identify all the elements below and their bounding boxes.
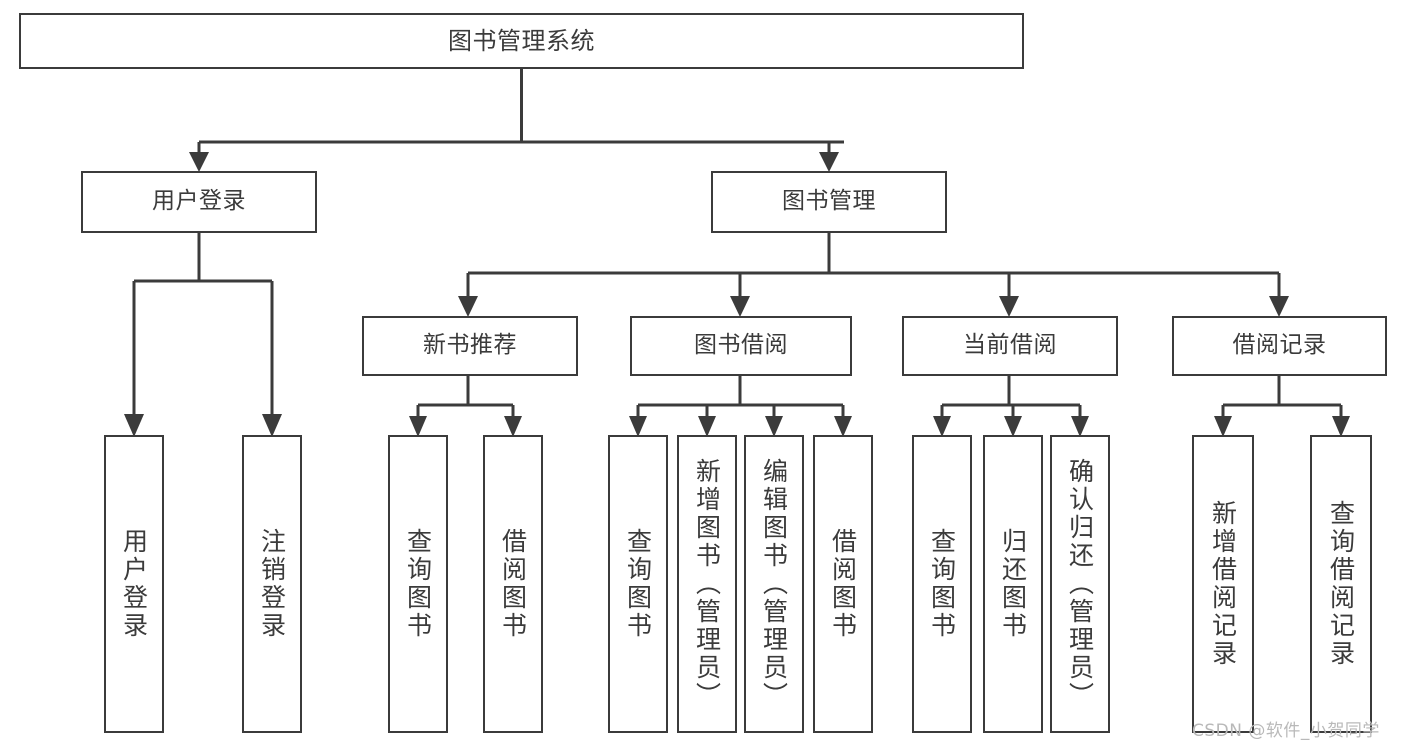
node-label: 图书借阅 (694, 332, 788, 359)
leaf-borrow-book[interactable]: 借阅图书 (813, 435, 873, 733)
node-label: 归还图书 (998, 528, 1028, 640)
node-label: 新书推荐 (423, 332, 517, 359)
node-label: 用户登录 (152, 188, 246, 215)
leaf-query-book-recommendation[interactable]: 查询图书 (388, 435, 448, 733)
node-label: 查询图书 (403, 528, 433, 640)
leaf-return-book[interactable]: 归还图书 (983, 435, 1043, 733)
node-book-borrow[interactable]: 图书借阅 (630, 316, 852, 376)
leaf-query-book-current[interactable]: 查询图书 (912, 435, 972, 733)
leaf-query-borrow-record[interactable]: 查询借阅记录 (1310, 435, 1372, 733)
node-label: 查询借阅记录 (1326, 500, 1356, 668)
node-root-system[interactable]: 图书管理系统 (19, 13, 1024, 69)
node-label: 注销登录 (257, 528, 287, 640)
leaf-edit-book-admin[interactable]: 编辑图书（管理员） (744, 435, 804, 733)
leaf-user-login[interactable]: 用户登录 (104, 435, 164, 733)
node-label: 查询图书 (623, 528, 653, 640)
leaf-confirm-return-admin[interactable]: 确认归还（管理员） (1050, 435, 1110, 733)
leaf-logout[interactable]: 注销登录 (242, 435, 302, 733)
node-current-borrow[interactable]: 当前借阅 (902, 316, 1118, 376)
csdn-watermark: CSDN @软件_小贺同学 (1192, 721, 1380, 741)
node-new-book-recommendation[interactable]: 新书推荐 (362, 316, 578, 376)
node-label: 借阅图书 (828, 528, 858, 640)
node-label: 当前借阅 (963, 332, 1057, 359)
node-label: 编辑图书（管理员） (759, 458, 789, 710)
node-label: 新增借阅记录 (1208, 500, 1238, 668)
node-label: 图书管理 (782, 188, 876, 215)
leaf-query-book-borrow[interactable]: 查询图书 (608, 435, 668, 733)
node-label: 用户登录 (119, 528, 149, 640)
leaf-add-borrow-record[interactable]: 新增借阅记录 (1192, 435, 1254, 733)
node-label: 借阅记录 (1232, 332, 1327, 359)
node-label: 新增图书（管理员） (692, 458, 722, 710)
node-label: 查询图书 (927, 528, 957, 640)
node-label: 图书管理系统 (448, 26, 595, 55)
node-borrow-record[interactable]: 借阅记录 (1172, 316, 1387, 376)
leaf-borrow-book-recommendation[interactable]: 借阅图书 (483, 435, 543, 733)
node-user-login[interactable]: 用户登录 (81, 171, 317, 233)
node-book-management[interactable]: 图书管理 (711, 171, 947, 233)
node-label: 确认归还（管理员） (1065, 458, 1095, 710)
node-label: 借阅图书 (498, 528, 528, 640)
leaf-add-book-admin[interactable]: 新增图书（管理员） (677, 435, 737, 733)
